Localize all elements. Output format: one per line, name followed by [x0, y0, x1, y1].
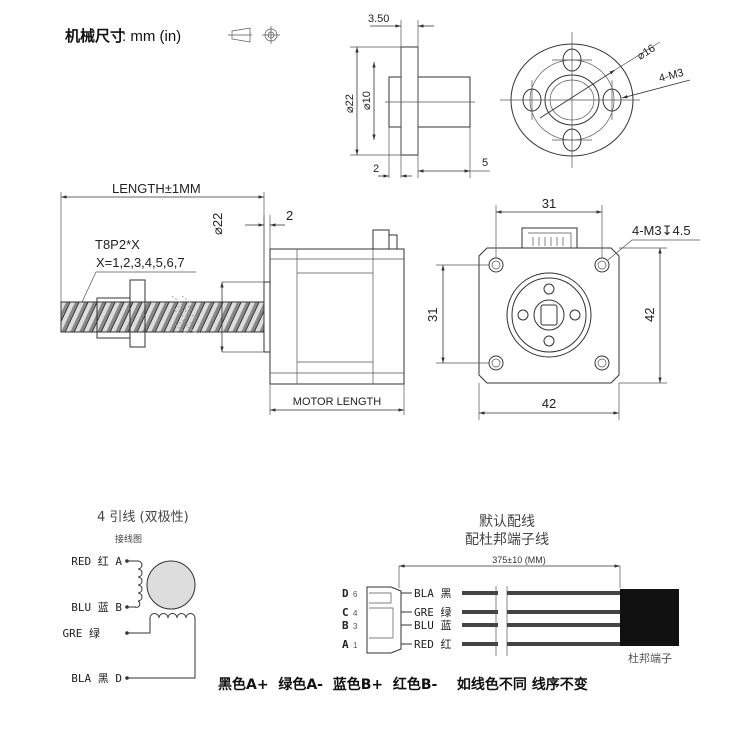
lead-label-green: GRE 绿 — [63, 626, 101, 640]
wiring-subtitle: 接线图 — [115, 533, 142, 545]
lead-label-black: BLA 黑 D — [71, 672, 122, 685]
motor-front-view: 31 31 42 42 4-M3↧4.5 — [425, 196, 700, 420]
screw-spec: T8P2*X — [95, 237, 140, 252]
header-units: : mm (in) — [122, 28, 181, 45]
header: 机械尺寸 : mm (in) — [65, 26, 280, 45]
dupont-terminal — [620, 589, 679, 646]
boss-dia-dim: ⌀22 — [210, 213, 225, 235]
front-dim-right: 42 — [642, 308, 657, 322]
svg-text:B: B — [342, 619, 349, 632]
nut-side-view: ⌀22 ⌀10 3.50 2 5 — [344, 13, 490, 178]
hole-spec: 4-M3↧4.5 — [632, 223, 691, 238]
cable-length: 375±10 (MM) — [492, 555, 545, 565]
cable-title-1: 默认配线 — [479, 514, 535, 530]
svg-text:BLA 黑: BLA 黑 — [414, 587, 452, 600]
cable-title-2: 配杜邦端子线 — [465, 532, 549, 548]
projection-cone-icon — [228, 27, 252, 43]
motor-length-label: MOTOR LENGTH — [293, 396, 381, 408]
svg-text:BLU 蓝: BLU 蓝 — [414, 619, 452, 632]
lead-label-red: RED 红 A — [71, 555, 122, 568]
lead-screw — [60, 301, 265, 333]
boss-thickness-dim: 2 — [286, 208, 293, 223]
length-label: LENGTH±1MM — [112, 181, 201, 196]
svg-text:GRE 绿: GRE 绿 — [414, 605, 452, 619]
header-title: 机械尺寸 — [65, 27, 125, 45]
motor-side-view: LENGTH±1MM T8P2*X X=1,2,3,4,5,6,7 ⌀22 2 … — [60, 181, 405, 415]
front-dim-bottom: 42 — [542, 396, 556, 411]
lead-label-blue: BLU 蓝 B — [71, 601, 122, 614]
terminal-label: 杜邦端子 — [628, 651, 672, 665]
front-dim-top: 31 — [542, 196, 556, 211]
coil-b — [127, 613, 196, 679]
coil-a — [127, 560, 143, 608]
nut-dim-5: 5 — [482, 157, 488, 169]
crosshair-circle-icon — [262, 26, 280, 44]
svg-text:1: 1 — [353, 641, 358, 650]
nut-dim-2: 2 — [373, 163, 379, 175]
svg-text:3: 3 — [353, 622, 358, 631]
wiring-diagram: 4 引线 (双极性) 接线图 RED 红 A BLU 蓝 B GRE 绿 BLA… — [63, 510, 196, 685]
nut-outer-dia-dim: ⌀22 — [344, 94, 356, 113]
nut-inner-dia-dim: ⌀10 — [361, 91, 373, 110]
svg-text:RED 红: RED 红 — [414, 638, 452, 651]
svg-text:C: C — [342, 606, 349, 619]
nut-flange-thickness-dim: 3.50 — [368, 13, 389, 25]
connector-housing — [366, 586, 402, 654]
screw-options: X=1,2,3,4,5,6,7 — [96, 255, 185, 270]
nut-flange — [129, 279, 146, 348]
svg-text:6: 6 — [353, 590, 358, 599]
svg-text:A: A — [342, 638, 349, 651]
color-mapping-note: 黑色A+ 绿色A- 蓝色B+ 红色B- 如线色不同 线序不变 — [218, 676, 588, 693]
svg-text:D: D — [342, 587, 349, 600]
wiring-title: 4 引线 (双极性) — [97, 510, 189, 525]
nut-front-view: ⌀16 4-M3 — [500, 32, 691, 168]
rotor-symbol — [146, 560, 196, 610]
front-dim-left: 31 — [425, 308, 440, 322]
svg-text:4: 4 — [353, 609, 358, 618]
